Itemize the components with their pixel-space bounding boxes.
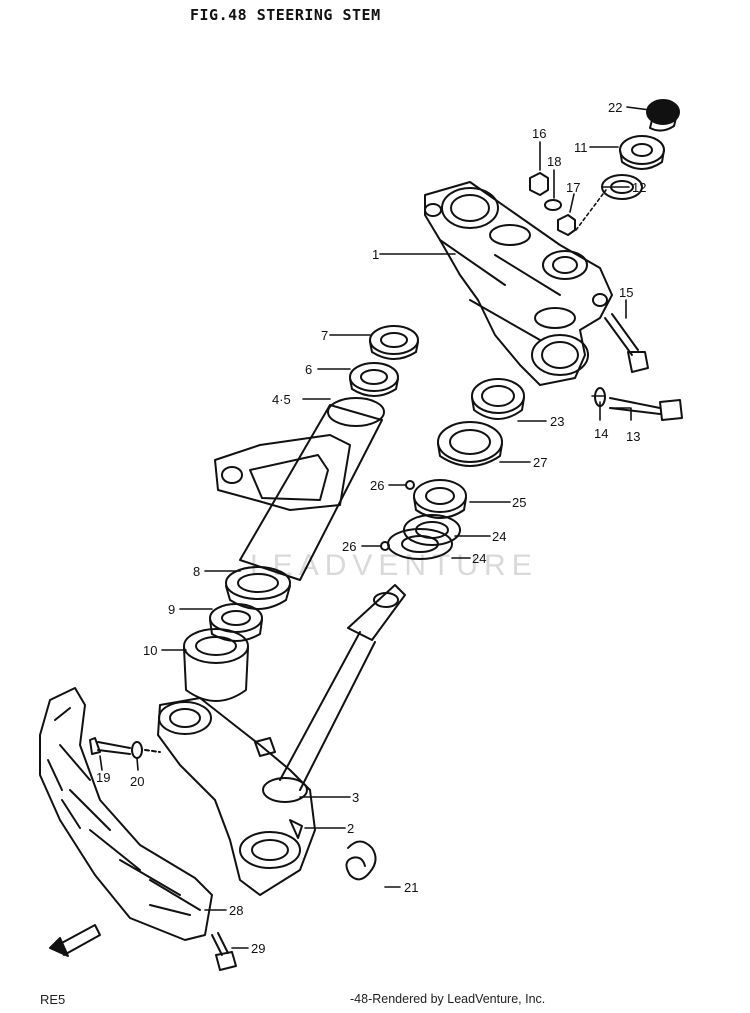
part-label-2: 2 [347,821,354,836]
part-label-3: 3 [352,790,359,805]
part-label-26b: 26 [342,539,356,554]
ball-26a [405,480,415,490]
part-label-17: 17 [566,180,580,195]
figure-title: FIG.48 STEERING STEM [190,6,381,24]
small-nuts [529,172,576,236]
head-tube [214,397,385,581]
race-27 [437,421,503,467]
watermark-text: LEADVENTURE [250,549,538,582]
part-label-21: 21 [404,880,418,895]
part-label-28: 28 [229,903,243,918]
part-label-19: 19 [96,770,110,785]
leader-lines [99,106,651,949]
part-label-16: 16 [532,126,546,141]
part-label-9: 9 [168,602,175,617]
clip-21 [345,840,377,881]
part-label-29: 29 [251,941,265,956]
seal-7 [369,325,419,360]
part-label-1: 1 [372,247,379,262]
part-label-24b: 24 [472,551,486,566]
part-label-7: 7 [321,328,328,343]
bolt-13 [594,387,683,421]
bearing-23 [471,378,525,420]
part-label-8: 8 [193,564,200,579]
guard-28 [39,687,213,941]
stem-cap [646,99,680,132]
part-label-27: 27 [533,455,547,470]
part-label-26a: 26 [370,478,384,493]
part-label-15: 15 [619,285,633,300]
bolt-19 [89,737,161,759]
bolt-29 [211,932,237,971]
lower-bracket [157,697,316,896]
model-code: RE5 [40,992,66,1007]
seal-6 [349,362,399,397]
part-label-11: 11 [574,140,588,155]
stem-nut [619,135,665,170]
part-label-22: 22 [608,100,622,115]
part-label-24a: 24 [492,529,506,544]
steering-stem [279,584,406,791]
part-label-20: 20 [130,774,144,789]
part-label-25: 25 [512,495,526,510]
front-direction-arrow [49,924,101,957]
part-label-13: 13 [626,429,640,444]
part-label-4-5: 4·5 [272,392,291,407]
ball-26b [380,541,390,551]
cover-10 [183,628,249,702]
part-label-6: 6 [305,362,312,377]
upper-bracket [424,181,613,386]
part-label-10: 10 [143,643,157,658]
part-label-23: 23 [550,414,564,429]
part-label-18: 18 [547,154,561,169]
bolt-15 [604,313,649,373]
cup-8 [225,566,291,610]
part-label-12: 12 [632,180,646,195]
page-credit: -48-Rendered by LeadVenture, Inc. [350,992,546,1006]
bearing-25 [413,479,467,519]
part-label-14: 14 [594,426,608,441]
